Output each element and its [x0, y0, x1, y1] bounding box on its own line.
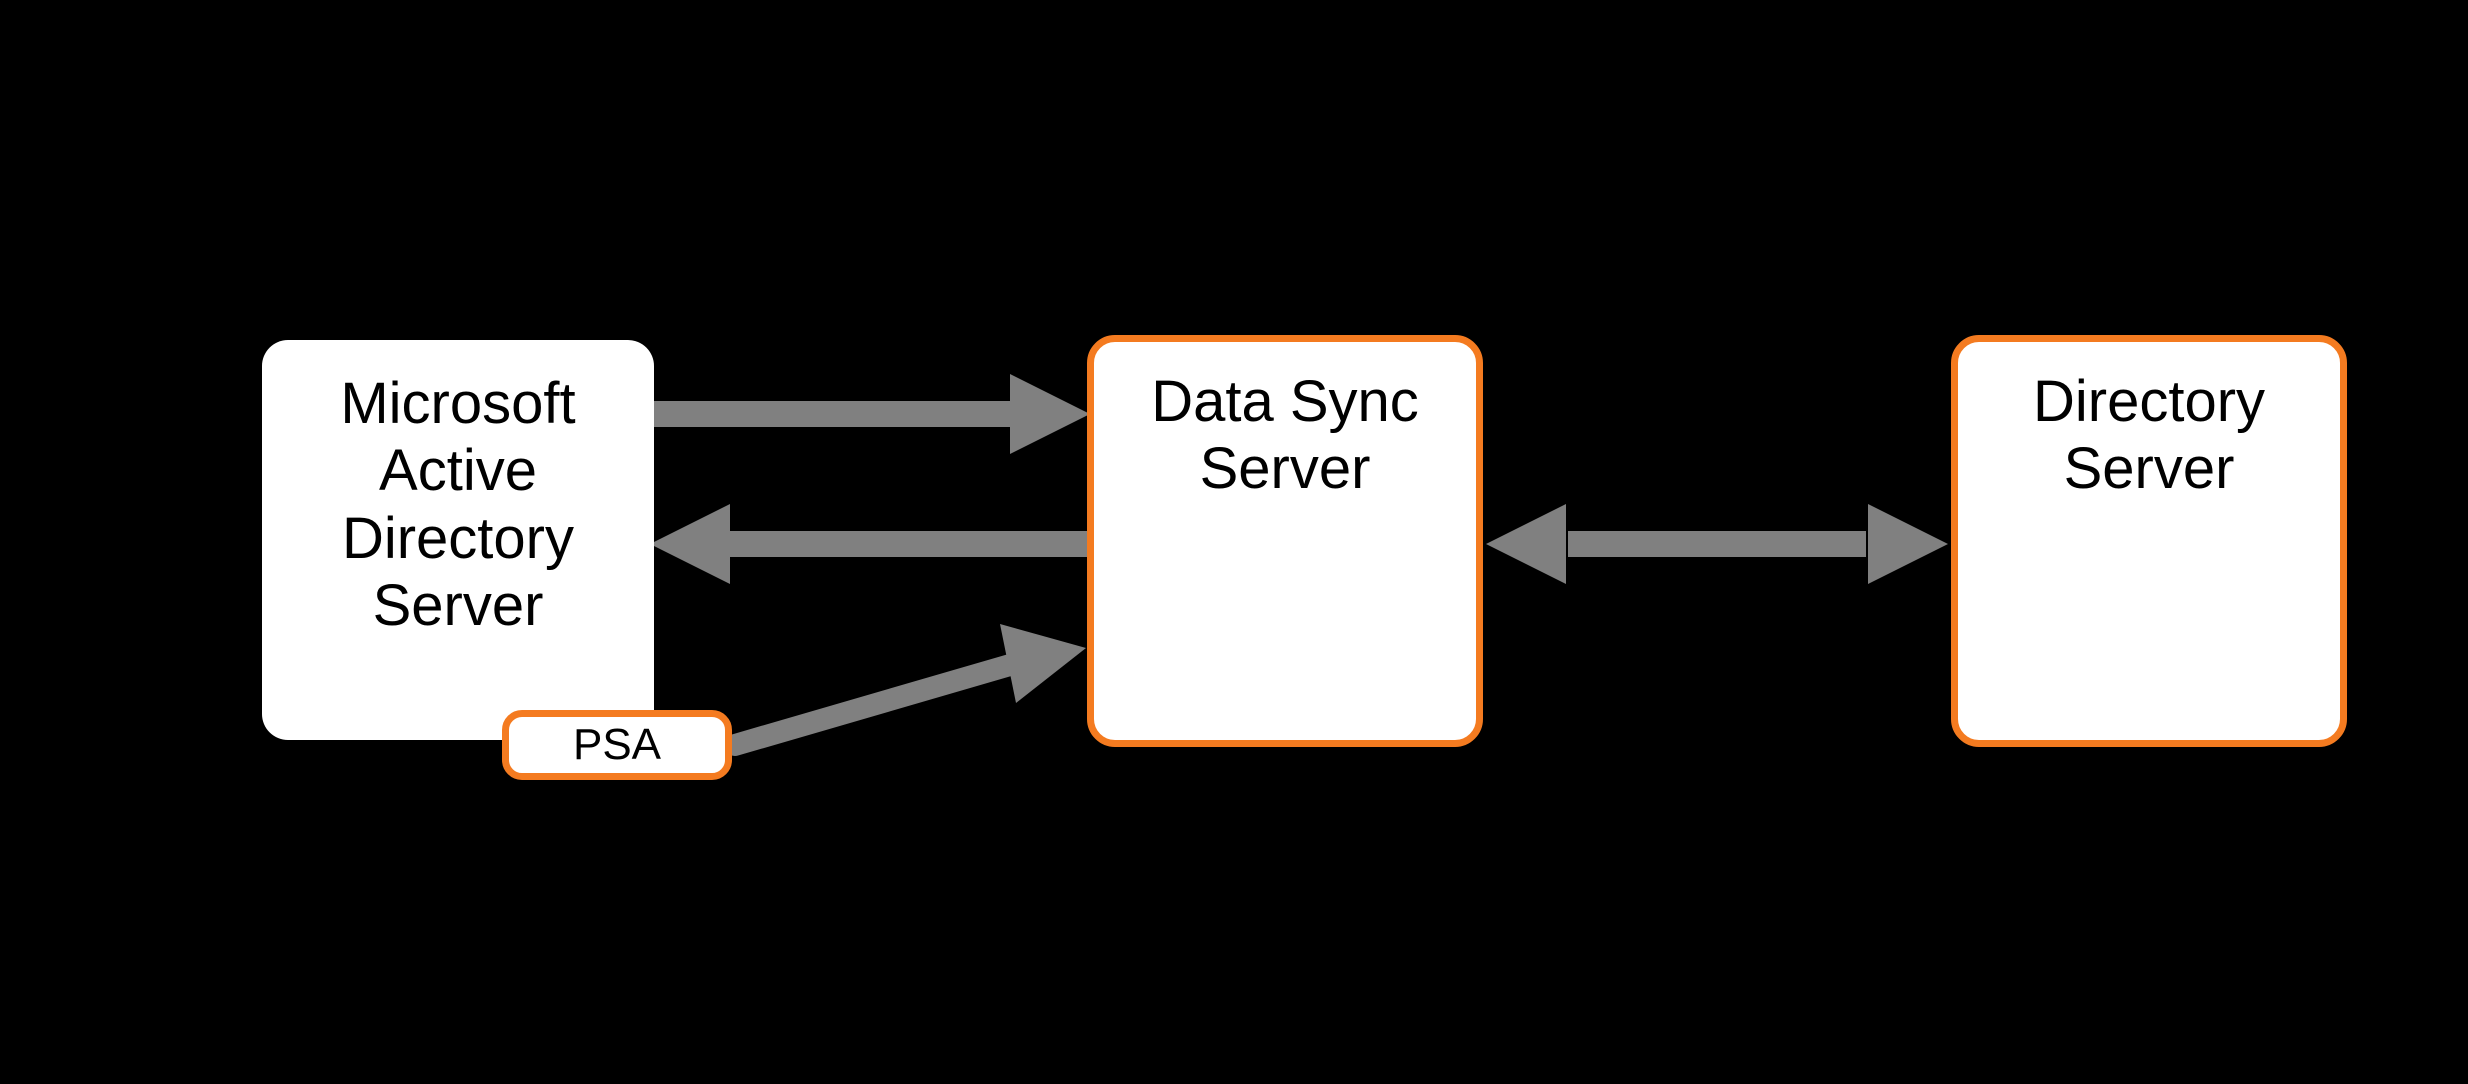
node-directory-server[interactable]: Directory Server — [1951, 335, 2347, 747]
node-psa[interactable]: PSA — [502, 710, 732, 780]
node-label-microsoft-active-directory-server: Microsoft Active Directory Server — [340, 371, 576, 638]
node-label-data-sync-server: Data Sync Server — [1151, 369, 1419, 502]
edge-ad-to-data-sync-server — [639, 374, 1090, 454]
edge-data-sync-server-to-directory-server — [1486, 504, 1948, 584]
node-microsoft-active-directory-server[interactable]: Microsoft Active Directory Server — [262, 340, 654, 740]
edge-psa-to-data-sync-server — [724, 624, 1086, 756]
node-label-psa: PSA — [572, 720, 662, 770]
node-data-sync-server[interactable]: Data Sync Server — [1087, 335, 1483, 747]
edge-data-sync-server-to-ad — [650, 504, 1101, 584]
node-label-directory-server: Directory Server — [2032, 369, 2266, 502]
